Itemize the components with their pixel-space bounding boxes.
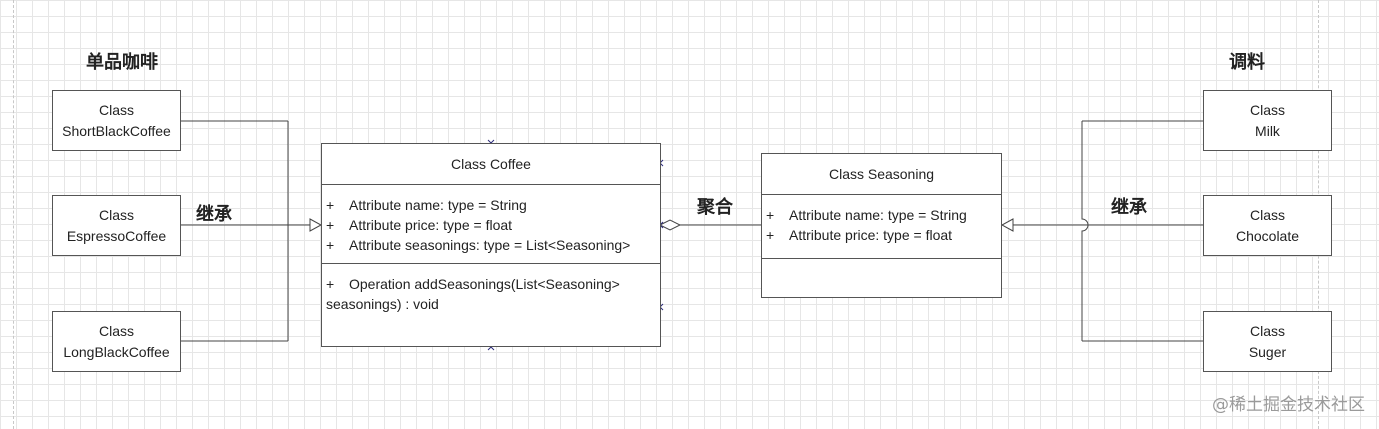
operations-section: +Operation addSeasonings(List<Seasoning>…	[322, 264, 660, 324]
group-title-seasonings: 调料	[1229, 52, 1265, 73]
class-name: ShortBlackCoffee	[62, 122, 171, 139]
group-title-single-coffee: 单品咖啡	[86, 52, 158, 73]
class-stereotype: Class	[1249, 322, 1285, 339]
class-stereotype: Class	[1249, 101, 1285, 118]
class-longblackcoffee[interactable]: Class LongBlackCoffee	[52, 311, 181, 372]
operation-row-continued: seasonings) : void	[326, 296, 439, 312]
class-stereotype: Class	[98, 101, 134, 118]
relation-label-inherit-left: 继承	[196, 204, 232, 225]
page-guide-left	[13, 0, 14, 429]
class-name: LongBlackCoffee	[63, 343, 170, 360]
class-espressocoffee[interactable]: Class EspressoCoffee	[52, 195, 181, 256]
class-suger[interactable]: Class Suger	[1203, 311, 1332, 372]
class-name: EspressoCoffee	[66, 227, 167, 244]
attribute-row: +Attribute name: type = String	[766, 207, 967, 223]
watermark: @稀土掘金技术社区	[1212, 395, 1365, 415]
inheritance-arrowhead-right	[1000, 218, 1014, 232]
class-title: Class Seasoning	[762, 154, 1001, 195]
class-name: Suger	[1248, 343, 1287, 360]
class-stereotype: Class	[98, 206, 134, 223]
operation-row: +Operation addSeasonings(List<Seasoning>	[326, 276, 620, 292]
attribute-row: +Attribute price: type = float	[766, 227, 953, 243]
class-title: Class Coffee	[322, 144, 660, 185]
attributes-section: +Attribute name: type = String +Attribut…	[322, 185, 660, 264]
connector-right-trunk	[1081, 121, 1089, 341]
class-seasoning[interactable]: Class Seasoning +Attribute name: type = …	[761, 153, 1002, 298]
class-name: Milk	[1255, 122, 1280, 139]
relation-label-aggregation: 聚合	[697, 197, 733, 218]
attribute-row: +Attribute name: type = String	[326, 197, 527, 213]
class-milk[interactable]: Class Milk	[1203, 90, 1332, 151]
class-shortblackcoffee[interactable]: Class ShortBlackCoffee	[52, 90, 181, 151]
class-stereotype: Class	[98, 322, 134, 339]
attributes-section: +Attribute name: type = String +Attribut…	[762, 195, 1001, 259]
operations-section	[762, 259, 1001, 279]
attribute-row: +Attribute seasonings: type = List<Seaso…	[326, 237, 631, 253]
class-stereotype: Class	[1249, 206, 1285, 223]
inheritance-arrowhead-left	[309, 218, 323, 232]
aggregation-diamond	[658, 219, 682, 231]
class-coffee[interactable]: Class Coffee +Attribute name: type = Str…	[321, 143, 661, 347]
class-chocolate[interactable]: Class Chocolate	[1203, 195, 1332, 256]
class-name: Chocolate	[1235, 227, 1300, 244]
relation-label-inherit-right: 继承	[1111, 197, 1147, 218]
attribute-row: +Attribute price: type = float	[326, 217, 513, 233]
